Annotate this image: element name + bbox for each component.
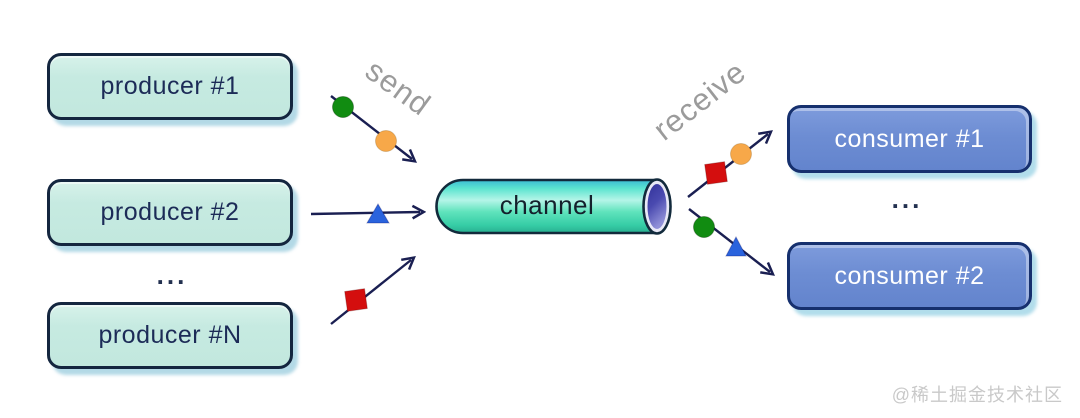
green-circle-token-icon: [693, 216, 715, 238]
producer-2-label: producer #2: [100, 198, 240, 226]
consumer-2-label: consumer #2: [834, 261, 985, 290]
red-square-token-icon: [704, 161, 728, 185]
consumer-1-label: consumer #1: [834, 124, 985, 153]
channel-cylinder: [435, 178, 672, 235]
consumers-ellipsis: ...: [891, 184, 923, 214]
green-circle-token-icon: [332, 96, 354, 118]
producer-n-box: producer #N: [47, 302, 293, 369]
blue-triangle-token-icon: [725, 235, 747, 257]
producer-n-label: producer #N: [98, 321, 242, 349]
producer-1-label: producer #1: [100, 72, 240, 100]
send-arrow-2: [310, 212, 420, 214]
channel-cylinder-cap-icon: [647, 184, 667, 229]
send-arrows: [310, 95, 420, 325]
blue-triangle-token-icon: [366, 203, 390, 224]
orange-circle-token-icon: [730, 143, 752, 165]
receive-arrow-1: [687, 134, 768, 198]
watermark-text: @稀土掘金技术社区: [891, 385, 1063, 405]
producer-2-box: producer #2: [47, 179, 293, 246]
send-arrow-3: [330, 260, 411, 325]
consumer-2-box: consumer #2: [787, 242, 1032, 310]
orange-circle-token-icon: [375, 130, 397, 152]
producers-ellipsis: ...: [156, 260, 188, 290]
consumer-1-box: consumer #1: [787, 105, 1032, 173]
channel-cylinder-body: [435, 178, 659, 235]
red-square-token-icon: [344, 288, 368, 312]
producer-1-box: producer #1: [47, 53, 293, 120]
channel-label: channel: [499, 190, 595, 220]
